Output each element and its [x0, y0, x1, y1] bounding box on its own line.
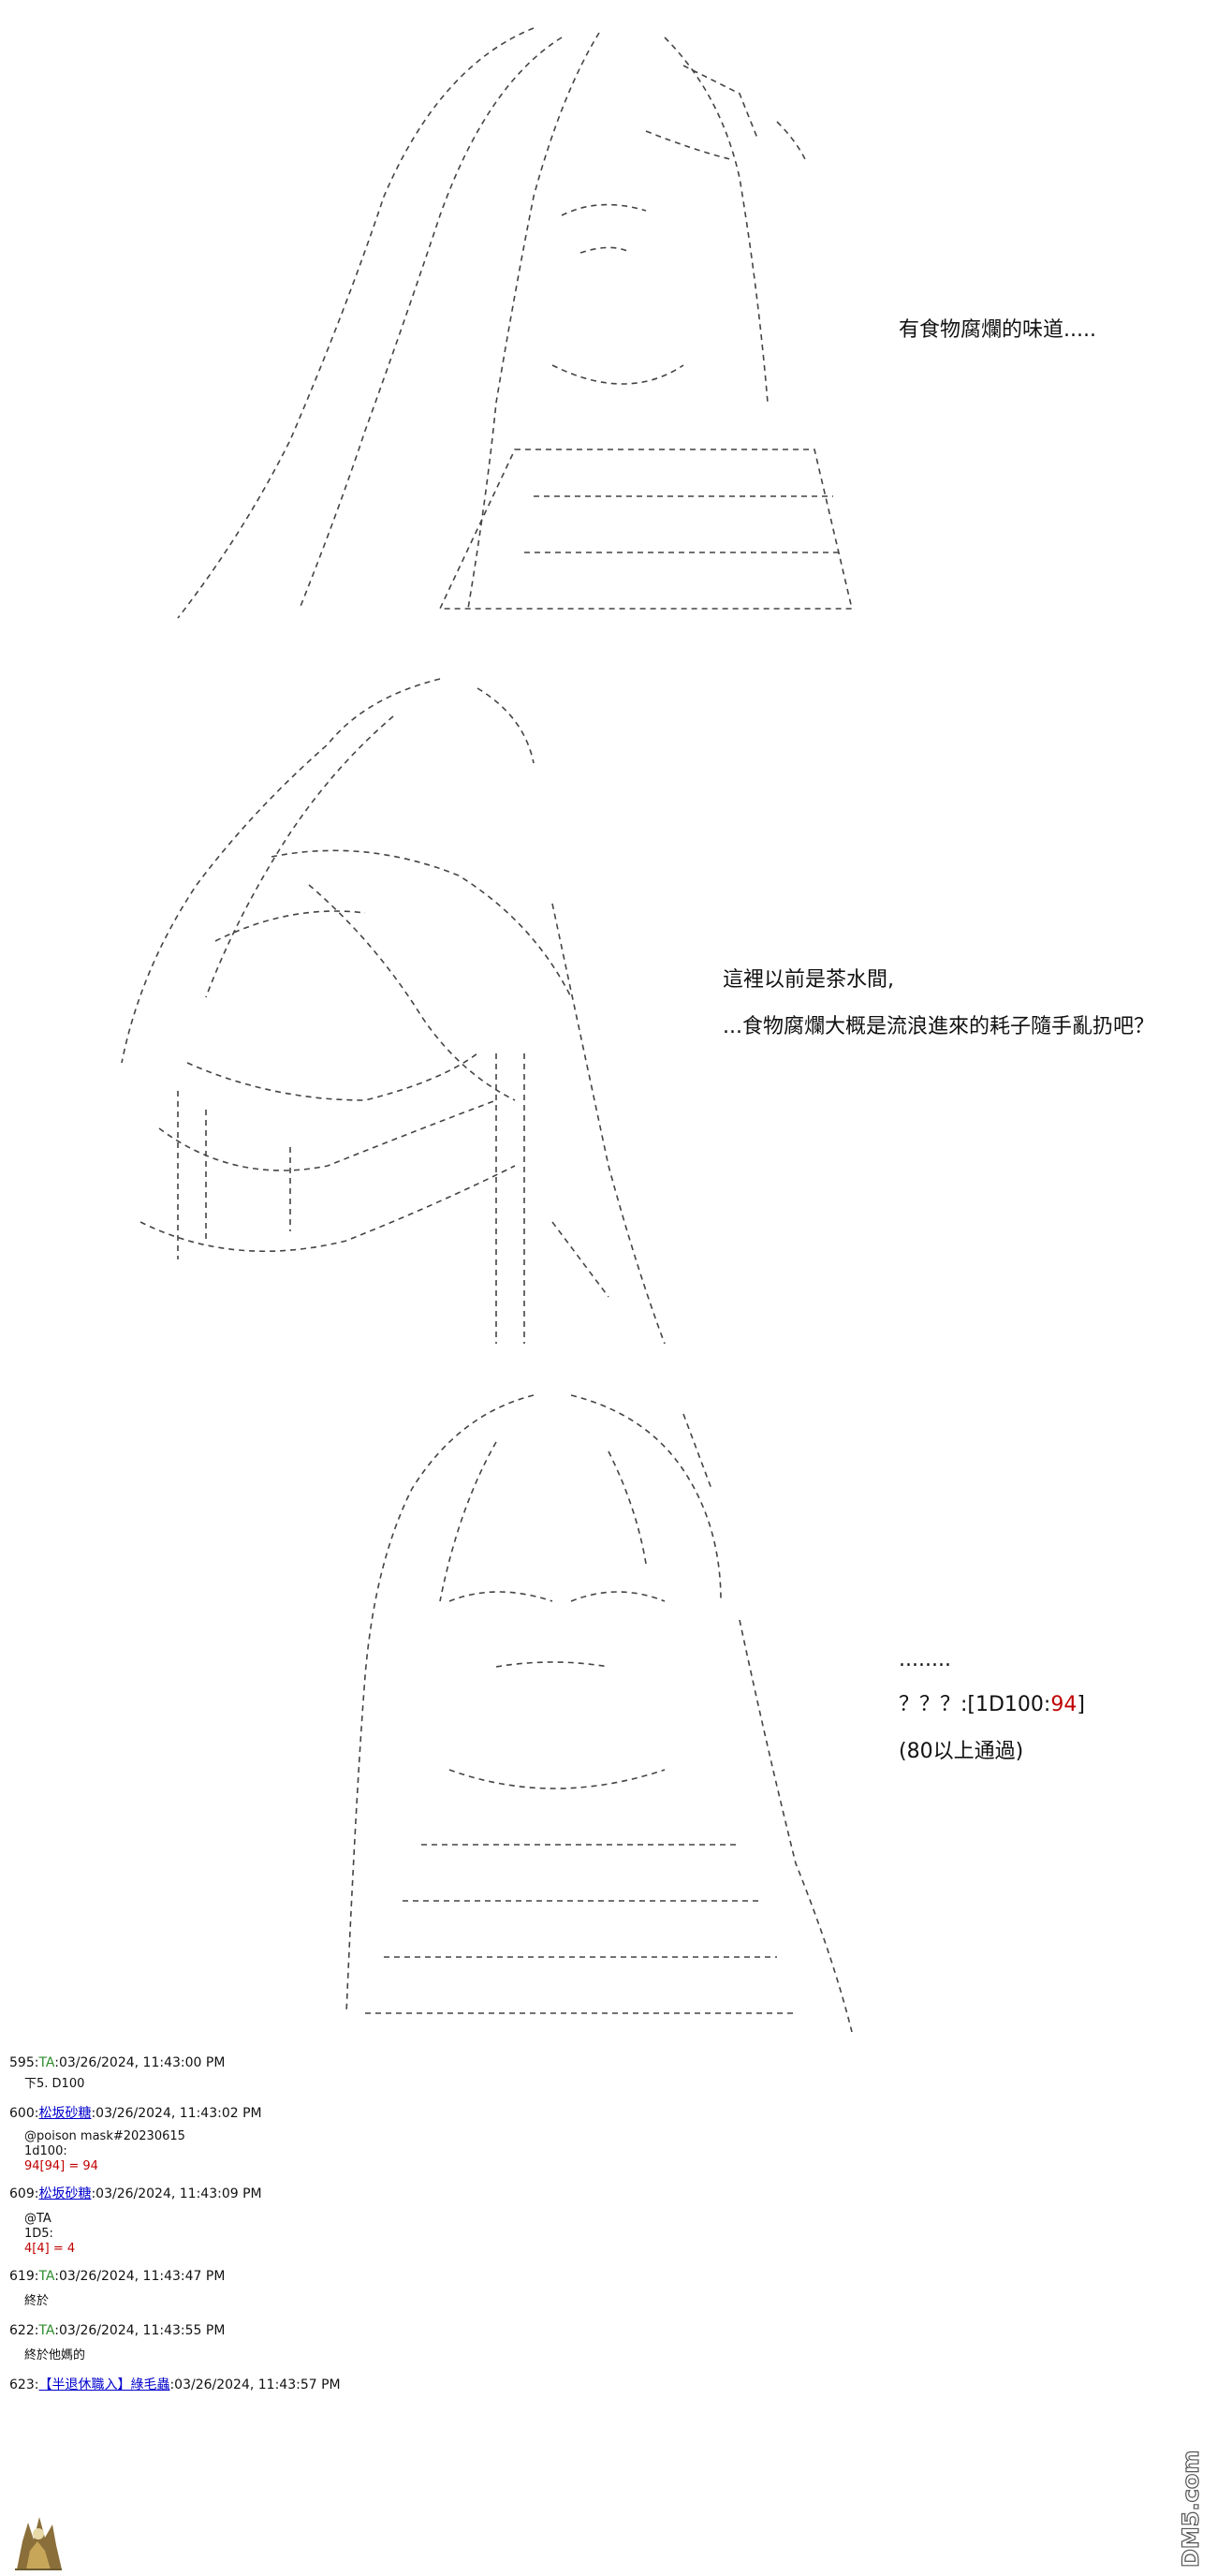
post-header: 600:松坂砂糖:03/26/2024, 11:43:02 PM [9, 2103, 1198, 2124]
post-body: 終於 [9, 2287, 1198, 2320]
post-text: @TA [24, 2212, 51, 2226]
dice-roll-label: ？？？:[1D100: [899, 1693, 1051, 1716]
dialogue-line: ........ [899, 1648, 951, 1671]
dice-roll-line: ？？？:[1D100:94] [899, 1693, 1085, 1717]
post-time: :03/26/2024, 11:43:09 PM [91, 2186, 262, 2201]
post-separator: : [34, 2377, 39, 2392]
post-body: 終於他媽的 [9, 2341, 1198, 2375]
post-separator: : [34, 2186, 39, 2201]
post-text: 下5. D100 [24, 2077, 85, 2091]
dice-result: 4[4] = 4 [24, 2242, 76, 2256]
post-header: 619:TA:03/26/2024, 11:43:47 PM [9, 2266, 1198, 2287]
post-separator: : [34, 2055, 39, 2070]
post-number: 623 [9, 2377, 35, 2392]
post-number: 619 [9, 2269, 35, 2284]
post-author-link[interactable]: 【半退休職入】綠毛蟲 [38, 2377, 170, 2392]
avatar [9, 2513, 67, 2571]
thread-log: 595:TA:03/26/2024, 11:43:00 PM 下5. D100 … [9, 2053, 1198, 2395]
post-time: :03/26/2024, 11:43:55 PM [54, 2323, 226, 2338]
post-text: 1D5: [24, 2227, 53, 2241]
post: 609:松坂砂糖:03/26/2024, 11:43:09 PM @TA 1D5… [9, 2184, 1198, 2266]
post-header: 609:松坂砂糖:03/26/2024, 11:43:09 PM [9, 2184, 1198, 2204]
post-text: @poison mask#20230615 [24, 2129, 185, 2143]
dialogue-line: ...食物腐爛大概是流浪進來的耗子隨手亂扔吧？ [723, 1015, 1154, 1038]
character-art-3 [309, 1376, 871, 2032]
dialogue-line: 有食物腐爛的味道..... [899, 318, 1096, 342]
post-author: TA [38, 2055, 55, 2070]
character-art-2 [84, 660, 721, 1353]
post-author: TA [38, 2323, 55, 2338]
post-header: 595:TA:03/26/2024, 11:43:00 PM [9, 2053, 1198, 2073]
post-author-link[interactable]: 松坂砂糖 [38, 2186, 92, 2201]
post: 595:TA:03/26/2024, 11:43:00 PM 下5. D100 [9, 2053, 1198, 2103]
post-number: 609 [9, 2186, 35, 2201]
dialogue-line: (80以上通過) [899, 1740, 1024, 1763]
post: 623:【半退休職入】綠毛蟲:03/26/2024, 11:43:57 PM [9, 2375, 1198, 2395]
watermark-text: DM5.com [1178, 2451, 1204, 2568]
post-separator: : [34, 2269, 39, 2284]
post-text: 終於他媽的 [24, 2348, 86, 2363]
dialogue-line: 這裡以前是茶水間, [723, 968, 894, 992]
watermark-logo: DM5.com [1172, 2444, 1210, 2571]
post: 600:松坂砂糖:03/26/2024, 11:43:02 PM @poison… [9, 2103, 1198, 2184]
post-time: :03/26/2024, 11:43:00 PM [54, 2055, 226, 2070]
post-time: :03/26/2024, 11:43:57 PM [169, 2377, 341, 2392]
post-header: 622:TA:03/26/2024, 11:43:55 PM [9, 2320, 1198, 2341]
post-body: @TA 1D5: 4[4] = 4 [9, 2204, 1198, 2266]
post-separator: : [34, 2323, 39, 2338]
dice-roll-result: 94 [1050, 1693, 1078, 1716]
post-number: 622 [9, 2323, 35, 2338]
post-number: 595 [9, 2055, 35, 2070]
post-author: TA [38, 2269, 55, 2284]
dice-result: 94[94] = 94 [24, 2159, 98, 2173]
post: 619:TA:03/26/2024, 11:43:47 PM 終於 [9, 2266, 1198, 2320]
post-author-link[interactable]: 松坂砂糖 [38, 2106, 92, 2121]
post-body: @poison mask#20230615 1d100: 94[94] = 94 [9, 2124, 1198, 2184]
post: 622:TA:03/26/2024, 11:43:55 PM 終於他媽的 [9, 2320, 1198, 2375]
post-time: :03/26/2024, 11:43:02 PM [91, 2106, 262, 2121]
post-time: :03/26/2024, 11:43:47 PM [54, 2269, 226, 2284]
post-text: 終於 [24, 2294, 50, 2308]
character-art-1 [159, 9, 871, 627]
post-number: 600 [9, 2106, 35, 2121]
post-header: 623:【半退休職入】綠毛蟲:03/26/2024, 11:43:57 PM [9, 2375, 1198, 2395]
post-body: 下5. D100 [9, 2073, 1198, 2103]
post-text: 1d100: [24, 2144, 67, 2158]
dice-roll-close: ] [1077, 1693, 1085, 1716]
post-separator: : [34, 2106, 39, 2121]
